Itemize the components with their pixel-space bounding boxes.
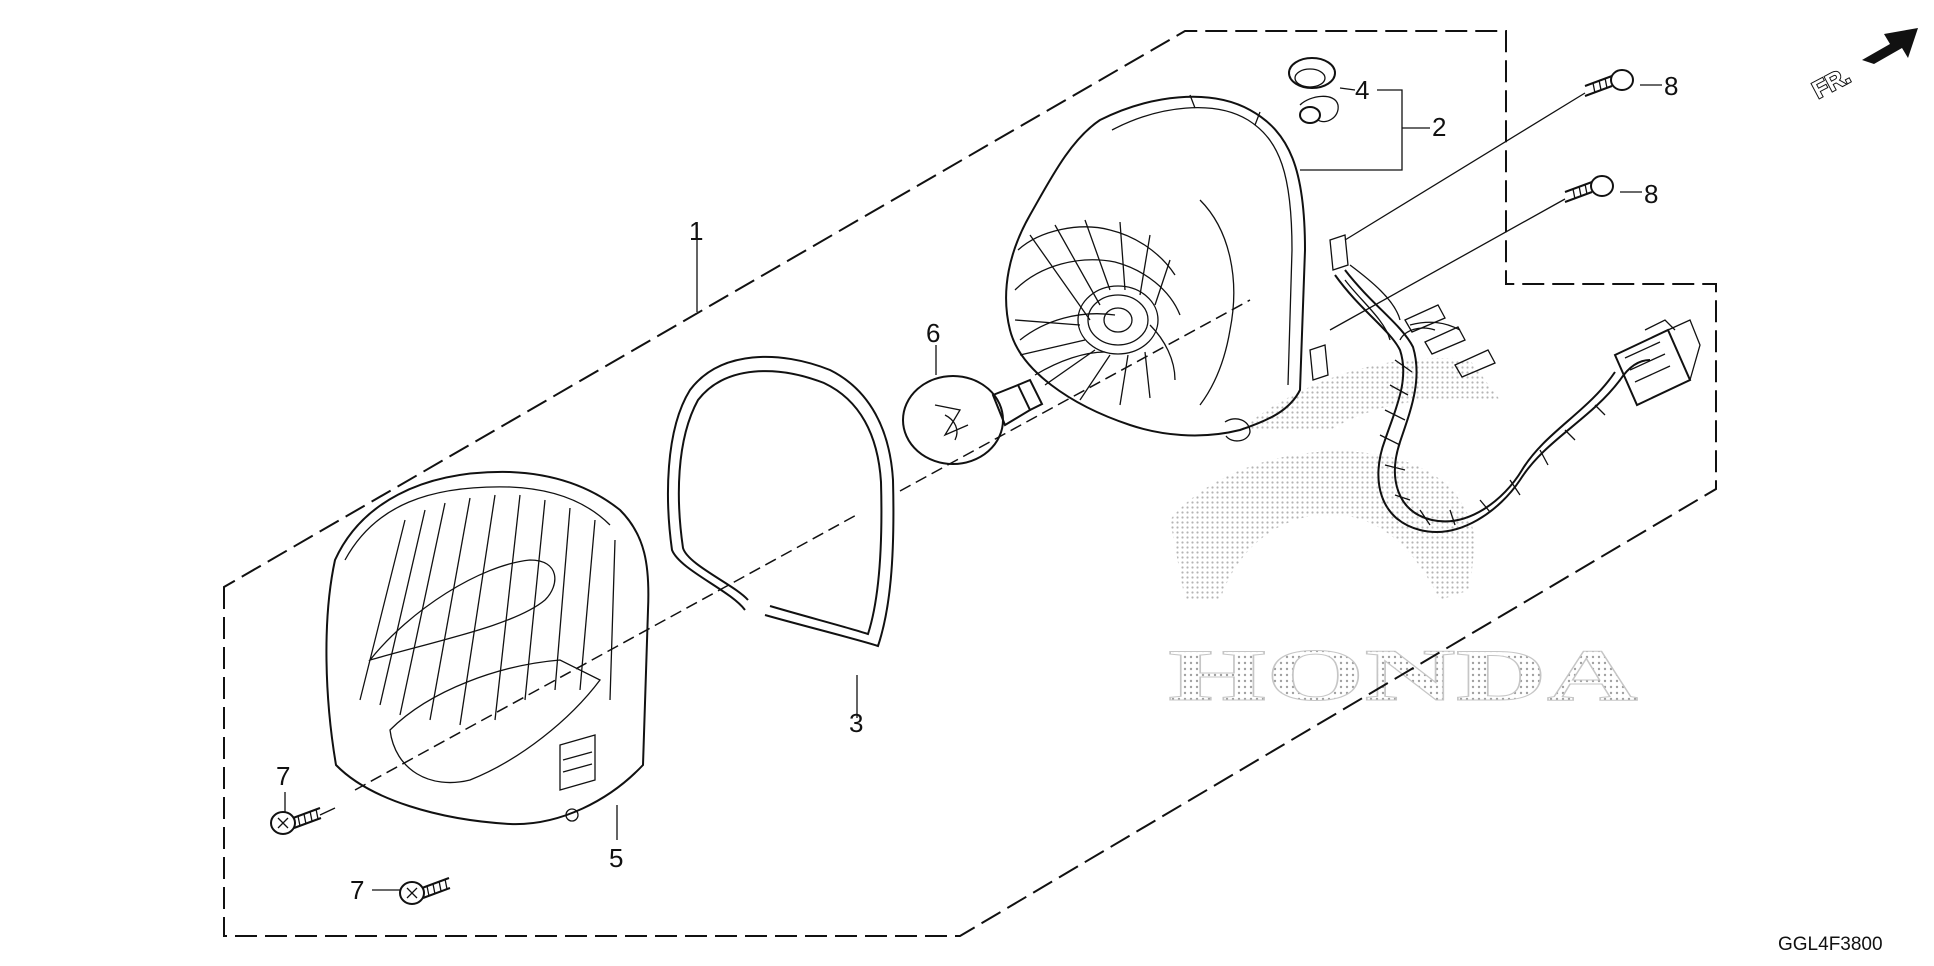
spade-terminals — [1404, 304, 1496, 378]
reflector-grid — [1014, 219, 1181, 406]
housing — [1005, 94, 1349, 442]
connector — [1613, 319, 1701, 407]
callout-7-upper: 7 — [276, 761, 290, 791]
callout-4: 4 — [1355, 75, 1369, 105]
screw-8-lower — [1564, 175, 1614, 203]
callout-6: 6 — [926, 318, 940, 348]
callout-7-lower: 7 — [350, 875, 364, 905]
socket-rubber — [1288, 57, 1339, 124]
callout-2: 2 — [1432, 112, 1446, 142]
gasket — [667, 355, 895, 648]
center-axis — [354, 299, 1251, 791]
callouts: 1 2 3 4 5 6 7 7 8 8 — [276, 71, 1678, 905]
front-indicator-label: FR. — [1808, 62, 1855, 104]
lens — [325, 470, 650, 826]
figure-code: GGL4F3800 — [1778, 934, 1883, 955]
bulb — [902, 375, 1044, 465]
callout-8-upper: 8 — [1664, 71, 1678, 101]
screw-7-upper — [270, 807, 322, 835]
watermark-text: HONDA — [1168, 635, 1638, 717]
callout-8-lower: 8 — [1644, 179, 1658, 209]
assembly-outline — [223, 30, 1717, 937]
lens-ribs — [359, 494, 616, 726]
screw-8-upper — [1584, 69, 1634, 97]
screw-7-lower — [399, 877, 451, 905]
callout-5: 5 — [609, 843, 623, 873]
callout-3: 3 — [849, 708, 863, 738]
honda-watermark: HONDA — [1168, 358, 1639, 718]
leader-lines — [284, 84, 1662, 891]
front-direction-indicator: FR. — [1807, 28, 1918, 105]
wire-harness — [1334, 264, 1701, 533]
callout-1: 1 — [689, 216, 703, 246]
front-arrow-icon — [1862, 28, 1918, 64]
